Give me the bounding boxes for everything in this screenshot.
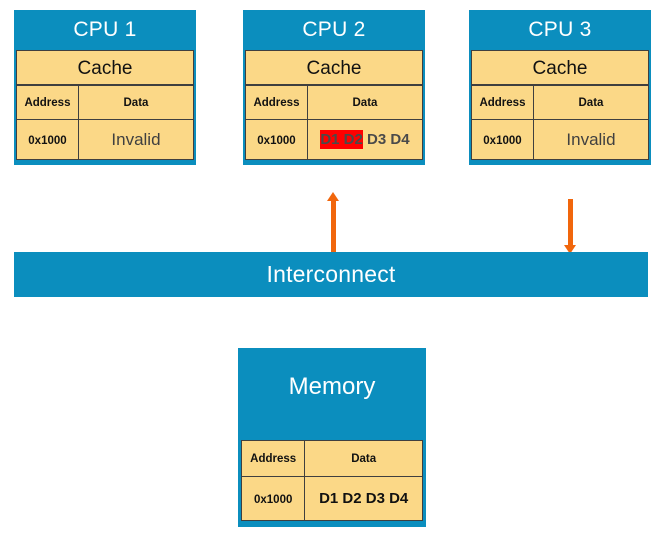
cpu-3-col-data: Data bbox=[532, 85, 650, 120]
table-row: 0x1000 D1 D2 D3 D4 bbox=[240, 476, 423, 521]
cpu-3-cell-data: Invalid bbox=[532, 119, 650, 160]
memory-data-value: D1 D2 D3 D4 bbox=[319, 489, 409, 507]
memory-col-address: Address bbox=[240, 440, 306, 477]
cpu-3-cache: Cache Address Data 0x1000 Invalid bbox=[469, 50, 651, 165]
cpu-2-col-data: Data bbox=[306, 85, 424, 120]
memory-table: Address Data 0x1000 D1 D2 D3 D4 bbox=[240, 440, 423, 521]
cpu-3-title: CPU 3 bbox=[528, 18, 592, 41]
connector-cpu2-arrowhead-up bbox=[327, 192, 339, 201]
table-header-row: Address Data bbox=[16, 85, 195, 120]
cpu-2-col-address: Address bbox=[245, 85, 308, 120]
cpu-1-col-data: Data bbox=[77, 85, 195, 120]
cpu-2-data-plain: D3 D4 bbox=[367, 130, 410, 148]
connector-cpu3-line bbox=[568, 199, 573, 247]
cpu-2-data-value: D1 D2 D3 D4 bbox=[320, 129, 410, 149]
cpu-1-cell-address: 0x1000 bbox=[16, 119, 79, 160]
cpu-3-col-address: Address bbox=[471, 85, 534, 120]
table-header-row: Address Data bbox=[471, 85, 650, 120]
cpu-block-2[interactable]: CPU 2 Cache Address Data 0x1000 D1 D2 D3… bbox=[243, 10, 425, 165]
memory-cell-address: 0x1000 bbox=[240, 476, 306, 521]
cpu-1-title: CPU 1 bbox=[73, 18, 137, 41]
table-row: 0x1000 Invalid bbox=[16, 119, 195, 160]
cpu-3-address-value: 0x1000 bbox=[483, 134, 522, 147]
cpu-1-data-value: Invalid bbox=[111, 129, 161, 149]
cpu-2-cache-table: Address Data 0x1000 D1 D2 D3 D4 bbox=[245, 85, 424, 160]
connector-cpu3-arrowhead-down bbox=[564, 245, 576, 254]
cpu-2-cell-address: 0x1000 bbox=[245, 119, 308, 160]
cpu-block-1[interactable]: CPU 1 Cache Address Data 0x1000 Invalid bbox=[14, 10, 196, 165]
memory-cell-data: D1 D2 D3 D4 bbox=[304, 476, 423, 521]
memory-title: Memory bbox=[288, 373, 376, 400]
cpu-1-cache-label: Cache bbox=[16, 50, 194, 85]
cpu-2-cache: Cache Address Data 0x1000 D1 D2 D3 D4 bbox=[243, 50, 425, 165]
cpu-3-cache-table: Address Data 0x1000 Invalid bbox=[471, 85, 650, 160]
table-row: 0x1000 D1 D2 D3 D4 bbox=[245, 119, 424, 160]
cpu-2-data-highlight: D1 D2 bbox=[320, 129, 363, 149]
cpu-1-cell-data: Invalid bbox=[77, 119, 195, 160]
cpu-block-3[interactable]: CPU 3 Cache Address Data 0x1000 Invalid bbox=[469, 10, 651, 165]
connector-cpu2-line bbox=[331, 199, 336, 253]
cpu-1-col-address: Address bbox=[16, 85, 79, 120]
cpu-2-address-value: 0x1000 bbox=[257, 134, 296, 147]
cpu-2-title: CPU 2 bbox=[302, 18, 366, 41]
cpu-3-cache-label: Cache bbox=[471, 50, 649, 85]
cpu-3-data-value: Invalid bbox=[566, 129, 616, 149]
table-header-row: Address Data bbox=[240, 440, 423, 477]
memory-address-value: 0x1000 bbox=[253, 493, 293, 506]
memory-table-wrap: Address Data 0x1000 D1 D2 D3 D4 bbox=[238, 440, 426, 527]
cpu-3-cell-address: 0x1000 bbox=[471, 119, 534, 160]
cpu-1-address-value: 0x1000 bbox=[28, 134, 67, 147]
cpu-1-cache-table: Address Data 0x1000 Invalid bbox=[16, 85, 195, 160]
memory-block[interactable]: Memory Address Data 0x1000 D1 D2 D3 D4 bbox=[238, 348, 426, 527]
table-row: 0x1000 Invalid bbox=[471, 119, 650, 160]
interconnect-bar[interactable]: Interconnect bbox=[14, 252, 648, 297]
table-header-row: Address Data bbox=[245, 85, 424, 120]
memory-col-data: Data bbox=[304, 440, 423, 477]
cpu-2-cache-label: Cache bbox=[245, 50, 423, 85]
cpu-2-cell-data: D1 D2 D3 D4 bbox=[306, 119, 424, 160]
cpu-1-cache: Cache Address Data 0x1000 Invalid bbox=[14, 50, 196, 165]
